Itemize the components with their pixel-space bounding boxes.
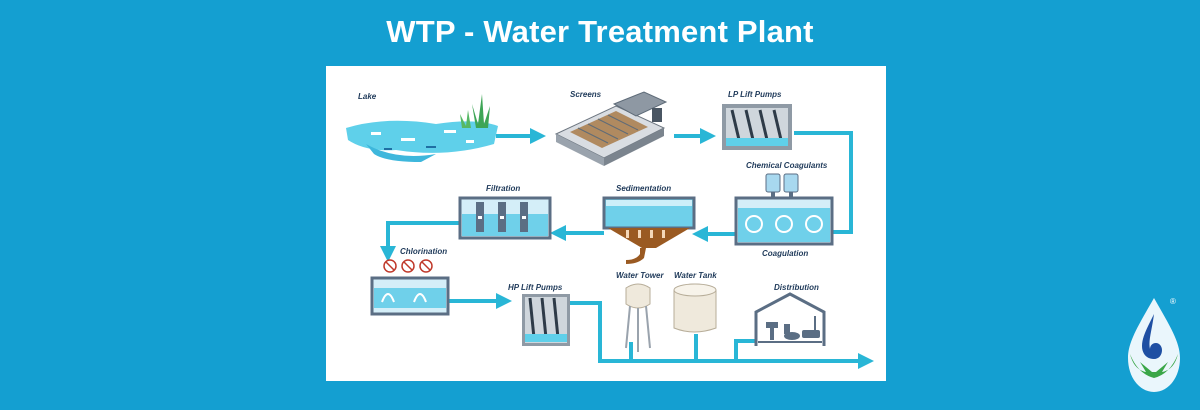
hp-lift-pumps-illustration [522, 294, 570, 346]
label-coagulation: Coagulation [762, 249, 808, 258]
mixer-icon [745, 215, 763, 233]
lp-lift-pumps-illustration [722, 104, 792, 150]
hands-icon [1130, 354, 1178, 378]
label-water-tower: Water Tower [616, 271, 664, 280]
pipe-hp-pumps-to-main [570, 301, 874, 369]
no-bacteria-icon [401, 259, 415, 273]
registered-mark: ® [1170, 297, 1176, 306]
distribution-house [754, 292, 826, 346]
label-hp-lift-pumps: HP Lift Pumps [508, 283, 563, 292]
toilet-icon [784, 324, 800, 340]
water-tower-illustration [625, 283, 651, 352]
screens-illustration [554, 91, 668, 166]
label-lake: Lake [358, 92, 377, 101]
label-sedimentation: Sedimentation [616, 184, 671, 193]
no-bacteria-icon [419, 259, 433, 273]
grass-icon [472, 94, 490, 128]
bathtub-icon [802, 316, 820, 338]
no-bacteria-icon [383, 259, 397, 273]
coagulation-tank [734, 196, 834, 246]
label-screens: Screens [570, 90, 602, 99]
pipe-filtration-to-chlorination [380, 221, 460, 262]
chlorination-tank [370, 276, 450, 316]
mixer-icon [805, 215, 823, 233]
company-logo: ® [1128, 297, 1180, 392]
lake-illustration [346, 94, 498, 162]
sludge-outlet [626, 248, 646, 264]
process-diagram-panel: Lake Screens LP Lift Pumps [326, 66, 886, 381]
label-chemical-coagulants: Chemical Coagulants [746, 161, 828, 170]
sedimentation-tank [602, 196, 696, 264]
page-title: WTP - Water Treatment Plant [386, 14, 814, 49]
no-germs-icons [383, 259, 433, 273]
label-water-tank: Water Tank [674, 271, 717, 280]
pipe-to-distribution [734, 339, 756, 363]
flow-pipes [380, 128, 874, 369]
label-distribution: Distribution [774, 283, 819, 292]
process-diagram: Lake Screens LP Lift Pumps [346, 90, 874, 369]
water-drop-icon [1142, 314, 1162, 359]
filtration-tank [458, 196, 552, 240]
label-filtration: Filtration [486, 184, 520, 193]
mixer-icon [775, 215, 793, 233]
pipe-lp-pumps-to-coagulation [794, 131, 853, 234]
water-tank-illustration [673, 283, 717, 333]
label-chlorination: Chlorination [400, 247, 447, 256]
sink-icon [766, 322, 778, 340]
label-lp-lift-pumps: LP Lift Pumps [728, 90, 782, 99]
